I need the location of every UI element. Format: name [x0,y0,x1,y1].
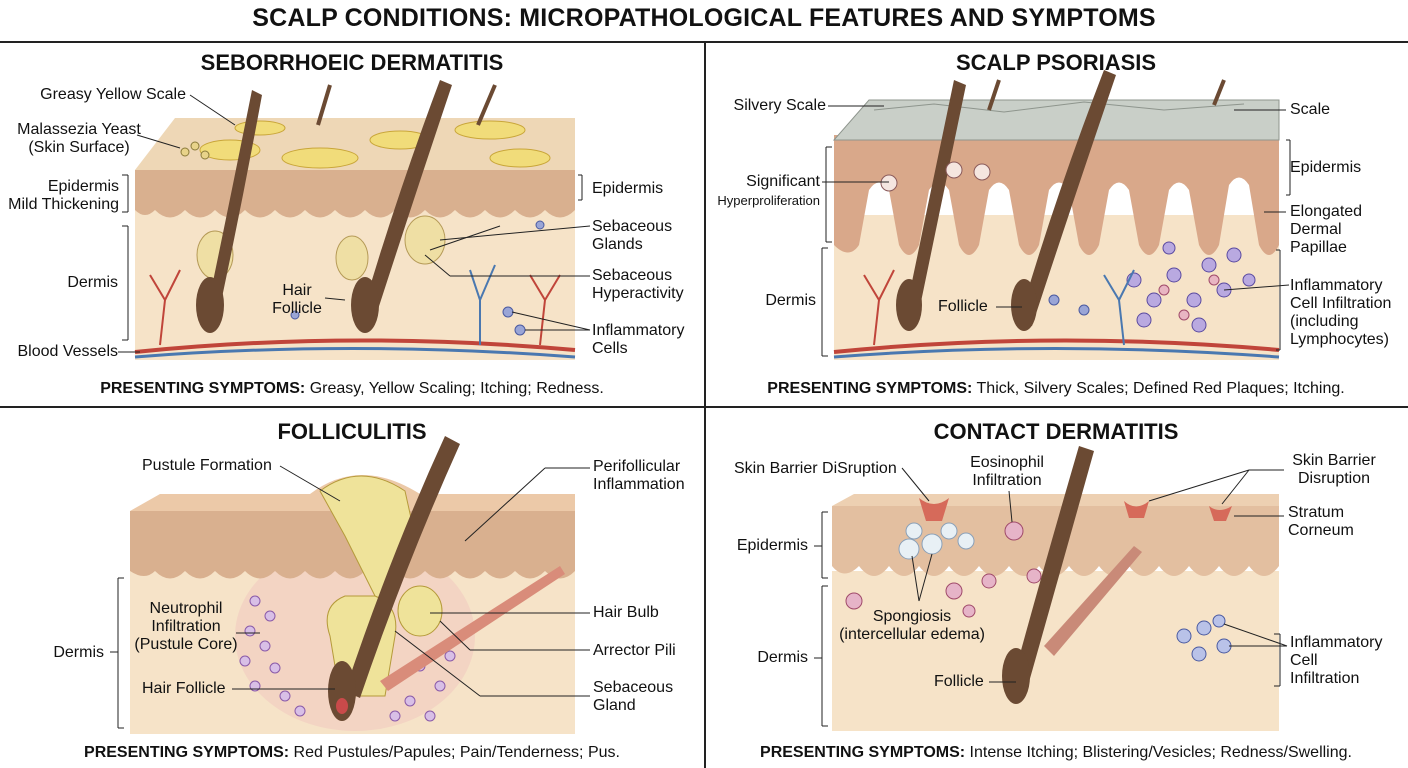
label-silvery-scale: Silvery Scale [733,97,826,114]
label-arrector-pili: Arrector Pili [593,642,676,659]
panel-title: SCALP PSORIASIS [955,50,1157,75]
panel-contact-dermatitis: CONTACT DERMATITIS Skin Barrier DiSrupti… [704,406,1408,768]
label-dermis: Dermis [765,292,816,309]
panel-seborrhoeic-dermatitis: SEBORRHOEIC DERMATITIS Greasy Yellow Sca… [0,0,704,406]
label-skin-barrier-disruption-left: Skin Barrier DiSruption [734,460,897,477]
divider-vertical [704,41,706,768]
panel-folliculitis: FOLLICULITIS Pustule Formation Dermis Ne… [0,406,704,768]
label-blood-vessels: Blood Vessels [17,343,118,360]
label-follicle: Follicle [934,673,984,690]
label-hyperproliferation: Hyperproliferation [717,193,820,208]
label-pustule-formation: Pustule Formation [142,457,272,474]
folliculitis-illustration [110,436,590,734]
label-hair-bulb: Hair Bulb [593,604,659,621]
panel-scalp-psoriasis: SCALP PSORIASIS Silvery Scale Significan… [704,0,1408,406]
label-neutrophil-infiltration: Neutrophil Infiltration (Pustule Core) [134,600,238,653]
label-epidermis-mild-thickening: Epidermis Mild Thickening [8,178,119,213]
label-epidermis: Epidermis [592,180,664,197]
label-hair-follicle: Hair Follicle [272,282,322,317]
panel-title: FOLLICULITIS [277,419,427,444]
presenting-symptoms: PRESENTING SYMPTOMS: Greasy, Yellow Scal… [100,380,604,397]
label-elongated-dermal-papillae: Elongated Dermal Papillae [1290,203,1363,256]
label-scale: Scale [1290,101,1331,118]
label-inflammatory-cell-infiltration: Inflammatory Cell Infiltration [1290,634,1383,687]
panel-title: SEBORRHOEIC DERMATITIS [200,50,504,75]
presenting-symptoms: PRESENTING SYMPTOMS: Thick, Silvery Scal… [767,380,1345,397]
label-malassezia-yeast: Malassezia Yeast (Skin Surface) [17,121,141,156]
label-dermis: Dermis [67,274,118,291]
label-greasy-yellow-scale: Greasy Yellow Scale [40,86,186,103]
psoriasis-illustration [821,70,1291,360]
contact-dermatitis-illustration [814,446,1288,731]
label-stratum-corneum: Stratum Corneum [1288,504,1354,539]
label-inflammatory-cell-infiltration: Inflammatory Cell Infiltration (includin… [1290,277,1392,348]
label-sebaceous-hyperactivity: Sebaceous Hyperactivity [592,267,684,302]
label-spongiosis: Spongiosis (intercellular edema) [839,608,985,643]
label-sebaceous-glands: Sebaceous Glands [592,218,673,253]
label-follicle: Follicle [938,298,988,315]
main-title: SCALP CONDITIONS: MICROPATHOLOGICAL FEAT… [252,4,1156,32]
seborrhoeic-illustration [118,80,591,360]
label-eosinophil-infiltration: Eosinophil Infiltration [970,454,1044,489]
label-hair-follicle: Hair Follicle [142,680,226,697]
label-dermis: Dermis [53,644,104,661]
label-skin-barrier-disruption-right: Skin Barrier Disruption [1292,452,1376,487]
presenting-symptoms: PRESENTING SYMPTOMS: Red Pustules/Papule… [84,744,620,761]
label-inflammatory-cells: Inflammatory Cells [592,322,685,357]
label-perifollicular-inflammation: Perifollicular Inflammation [593,458,685,493]
label-sebaceous-gland: Sebaceous Gland [593,679,674,714]
label-epidermis: Epidermis [736,537,808,554]
label-epidermis: Epidermis [1290,159,1362,176]
label-significant: Significant [746,173,820,190]
label-dermis: Dermis [757,649,808,666]
panel-title: CONTACT DERMATITIS [933,419,1179,444]
presenting-symptoms: PRESENTING SYMPTOMS: Intense Itching; Bl… [760,744,1352,761]
